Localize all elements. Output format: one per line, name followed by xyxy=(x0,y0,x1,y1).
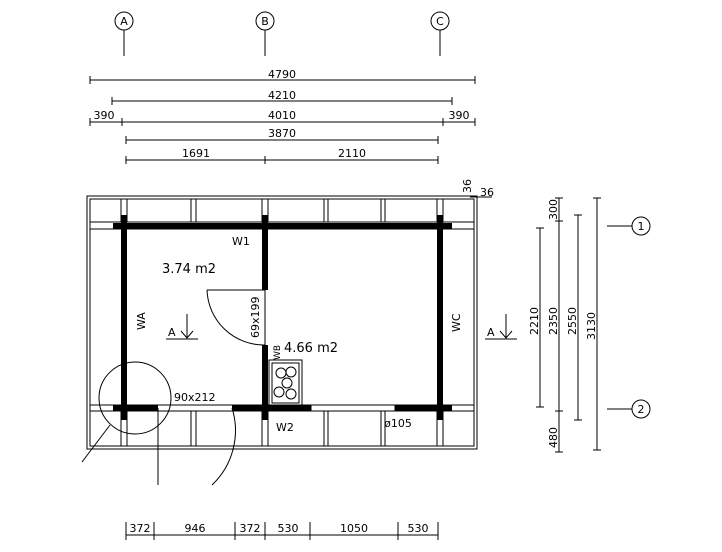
dim-4210: 4210 xyxy=(268,89,296,102)
inner-door-size: 69x199 xyxy=(249,296,262,338)
right-dimensions: 2210 300 2350 480 2550 3130 xyxy=(528,197,601,453)
dim-480: 480 xyxy=(547,427,560,448)
wall-1-marker: W1 xyxy=(232,235,250,248)
dim-1050: 1050 xyxy=(340,522,368,535)
axis-a-label: A xyxy=(120,15,128,28)
dim-530-right: 530 xyxy=(408,522,429,535)
dim-36-vertical: 36 xyxy=(461,179,474,193)
axis-1-label: 1 xyxy=(638,220,645,233)
section-marker-left: A xyxy=(166,314,198,340)
dim-36: 36 xyxy=(480,186,494,199)
dim-300: 300 xyxy=(547,199,560,220)
dim-372-right: 372 xyxy=(240,522,261,535)
section-right-label: A xyxy=(487,326,495,339)
dim-530-left: 530 xyxy=(278,522,299,535)
dim-2550: 2550 xyxy=(566,307,579,335)
dim-4790: 4790 xyxy=(268,68,296,81)
axis-2-label: 2 xyxy=(638,403,645,416)
wall-a-marker: WA xyxy=(135,312,148,330)
top-dimensions: 4790 4210 390 4010 390 3870 1691 2110 36… xyxy=(89,68,494,199)
dim-2210: 2210 xyxy=(528,307,541,335)
dim-2350: 2350 xyxy=(547,307,560,335)
dim-390-right: 390 xyxy=(449,109,470,122)
axis-markers: A B C 1 2 xyxy=(114,11,651,419)
bottom-dimensions: 372 946 372 530 1050 530 xyxy=(125,522,439,540)
axis-c-label: C xyxy=(436,15,444,28)
wall-2-marker: W2 xyxy=(276,421,294,434)
wall-b-marker: WB xyxy=(273,345,283,360)
chimney-label: ø105 xyxy=(384,417,412,430)
outer-door-swing xyxy=(157,407,236,486)
dim-3130: 3130 xyxy=(585,312,598,340)
dim-3870: 3870 xyxy=(268,127,296,140)
walls xyxy=(113,215,452,420)
section-left-label: A xyxy=(168,326,176,339)
dim-2110: 2110 xyxy=(338,147,366,160)
wall-c-marker: WC xyxy=(450,313,463,332)
room2-area: 4.66 m2 xyxy=(284,341,338,356)
dim-1691: 1691 xyxy=(182,147,210,160)
dim-372-left: 372 xyxy=(130,522,151,535)
outer-door-size: 90x212 xyxy=(174,391,216,404)
dim-390-left: 390 xyxy=(94,109,115,122)
dim-946: 946 xyxy=(185,522,206,535)
section-marker-right: A xyxy=(485,314,517,340)
inner-door-swing xyxy=(206,289,266,346)
dim-4010: 4010 xyxy=(268,109,296,122)
detail-circle xyxy=(98,361,172,435)
sauna-stove xyxy=(268,359,303,407)
axis-b-label: B xyxy=(261,15,269,28)
room1-area: 3.74 m2 xyxy=(162,262,216,277)
detail-leader xyxy=(81,424,111,463)
